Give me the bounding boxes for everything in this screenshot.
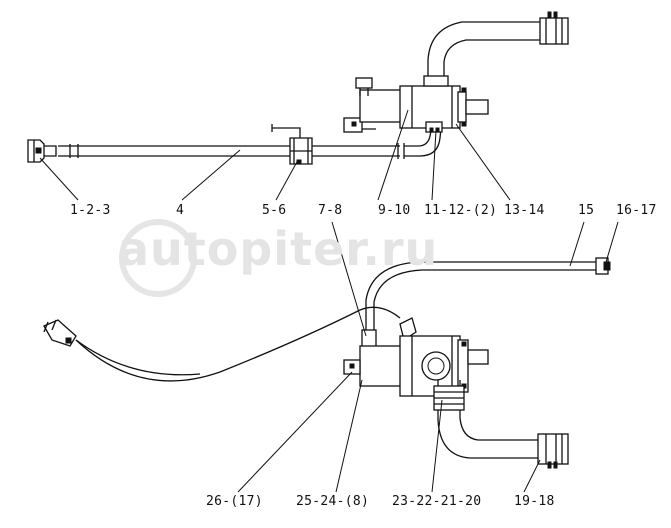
callout-7-8: 7-8 — [318, 203, 343, 218]
elbow-pipe — [404, 125, 442, 157]
hose-15 — [365, 261, 604, 330]
watermark-logo: autopiter.ru — [118, 222, 438, 276]
callout-23-22-21-20: 23-22-21-20 — [392, 494, 482, 509]
lower-outlet-pipe — [433, 380, 569, 469]
fitting-1-2-3 — [27, 139, 57, 163]
valve-body-9-10 — [355, 77, 489, 133]
callout-11-12-2: 11-12-(2) — [424, 203, 498, 218]
callout-19-18: 19-18 — [514, 494, 555, 509]
leader-lines — [39, 109, 619, 493]
cable-plug — [43, 319, 77, 347]
callout-26-17: 26-(17) — [206, 494, 263, 509]
valve-body-lower — [359, 335, 489, 397]
callout-15: 15 — [578, 203, 595, 218]
watermark-text: autopiter.ru — [118, 222, 439, 276]
callout-9-10: 9-10 — [378, 203, 411, 218]
clamp-5-6 — [271, 124, 313, 165]
callout-1-2-3: 1-2-3 — [70, 203, 111, 218]
upper-outlet-pipe — [423, 11, 569, 87]
watermark-circle-icon — [119, 219, 197, 297]
callout-25-24-8: 25-24-(8) — [296, 494, 370, 509]
callout-13-14: 13-14 — [504, 203, 545, 218]
cable — [75, 306, 401, 382]
fitting-16-17 — [595, 257, 611, 275]
tube-4 — [58, 143, 405, 159]
solenoid-26 — [343, 359, 361, 375]
callout-5-6: 5-6 — [262, 203, 287, 218]
callout-16-17: 16-17 — [616, 203, 657, 218]
callout-4: 4 — [176, 203, 185, 218]
